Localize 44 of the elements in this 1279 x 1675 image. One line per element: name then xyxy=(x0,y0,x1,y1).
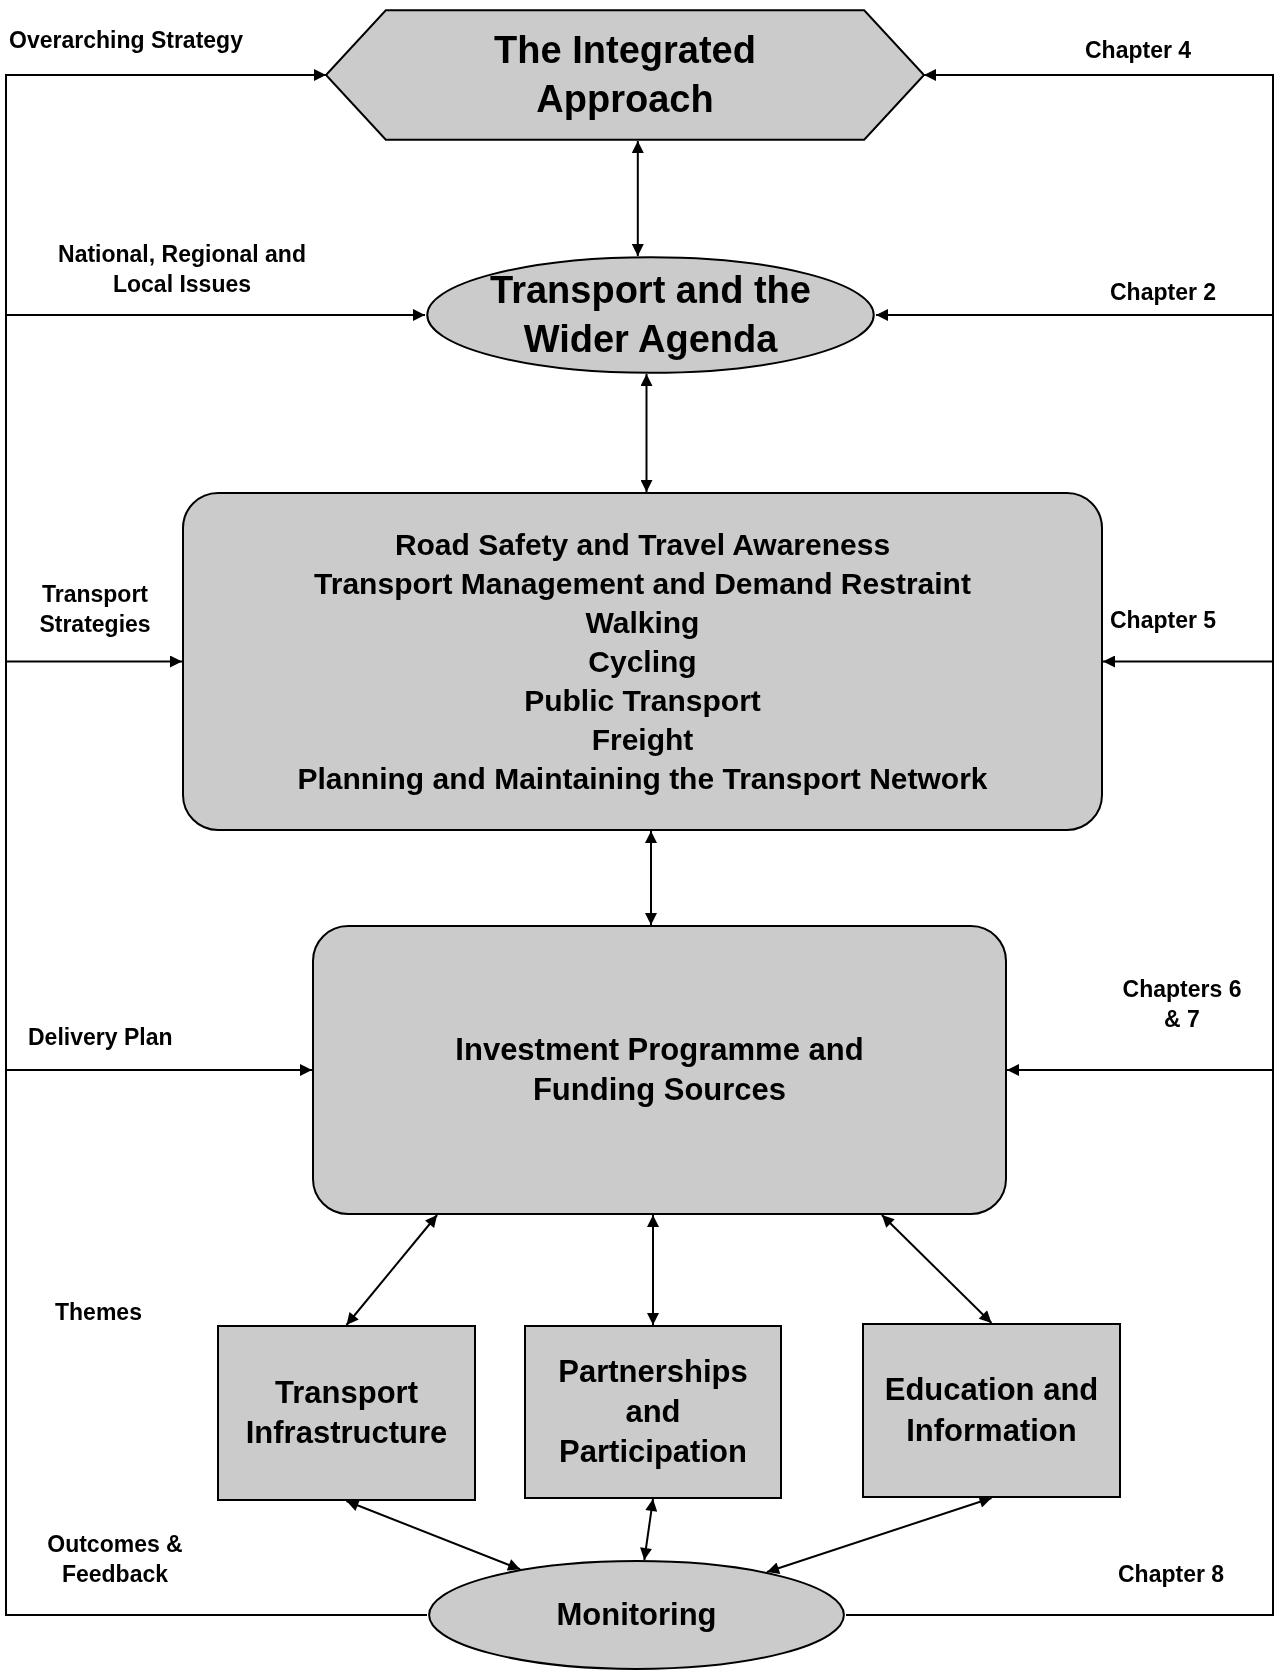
side-label: Delivery Plan xyxy=(28,1023,173,1052)
side-label: Chapters 6 & 7 xyxy=(1121,975,1243,1034)
node-title: Monitoring xyxy=(555,1595,718,1634)
side-label: Themes xyxy=(55,1298,142,1327)
node-title: The Integrated Approach xyxy=(493,27,757,122)
theme-box xyxy=(524,1325,782,1499)
strategy-item: Walking xyxy=(584,605,701,641)
arrow xyxy=(640,1498,658,1561)
ellipse-node xyxy=(427,1560,846,1670)
strategy-item: Planning and Maintaining the Transport Network xyxy=(296,761,989,797)
side-label: Chapter 2 xyxy=(1110,278,1217,307)
strategy-item: Freight xyxy=(590,722,695,758)
node-title: Transport and the Wider Agenda xyxy=(489,267,812,362)
rounded-box xyxy=(182,492,1103,831)
strategy-item: Cycling xyxy=(587,644,698,680)
strategy-item: Transport Management and Demand Restraint xyxy=(313,566,972,602)
side-label: Chapter 8 xyxy=(1118,1560,1225,1589)
arrow xyxy=(880,1214,993,1324)
hexagon-node xyxy=(326,9,924,141)
arrow xyxy=(845,1064,1274,1616)
node-title: Education and Information xyxy=(883,1371,1100,1450)
strategy-item: Road Safety and Travel Awareness xyxy=(393,527,892,563)
arrow xyxy=(345,1214,439,1326)
side-label: Chapter 4 xyxy=(1085,36,1192,65)
side-label: Chapter 5 xyxy=(1110,606,1217,635)
arrow xyxy=(647,1214,659,1326)
side-label: Outcomes & Feedback xyxy=(46,1530,184,1589)
theme-box xyxy=(862,1323,1121,1498)
arrow xyxy=(640,373,653,493)
arrow xyxy=(345,1499,522,1571)
theme-box xyxy=(217,1325,476,1501)
ellipse-node xyxy=(425,256,876,374)
node-title: Partnerships and Participation xyxy=(557,1352,749,1472)
rounded-box xyxy=(312,925,1007,1215)
side-label: Transport Strategies xyxy=(38,580,152,639)
side-label: Overarching Strategy xyxy=(9,26,243,55)
arrow xyxy=(645,830,657,926)
node-title: Investment Programme and Funding Sources xyxy=(454,1030,865,1109)
arrow xyxy=(5,1064,428,1616)
arrow xyxy=(631,140,644,258)
strategy-item: Public Transport xyxy=(523,683,762,719)
side-label: National, Regional and Local Issues xyxy=(57,240,307,299)
node-title: Transport Infrastructure xyxy=(244,1373,449,1452)
arrow xyxy=(766,1496,993,1574)
